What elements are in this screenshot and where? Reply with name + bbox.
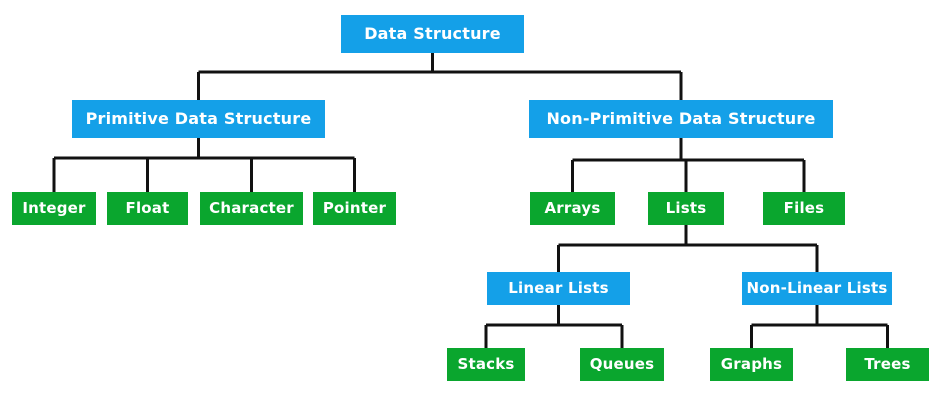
node-label-arrays: Arrays: [544, 198, 601, 217]
node-graphs[interactable]: Graphs: [710, 348, 793, 381]
node-float[interactable]: Float: [107, 192, 188, 225]
node-files[interactable]: Files: [763, 192, 845, 225]
node-trees[interactable]: Trees: [846, 348, 929, 381]
node-label-non-primitive-data-structure: Non-Primitive Data Structure: [546, 108, 816, 128]
node-label-primitive-data-structure: Primitive Data Structure: [85, 108, 312, 128]
node-stacks[interactable]: Stacks: [447, 348, 525, 381]
node-label-float: Float: [125, 198, 170, 217]
node-label-pointer: Pointer: [322, 198, 387, 217]
node-pointer[interactable]: Pointer: [313, 192, 396, 225]
node-label-graphs: Graphs: [720, 354, 783, 373]
node-label-stacks: Stacks: [457, 354, 515, 373]
node-non-primitive-data-structure[interactable]: Non-Primitive Data Structure: [529, 100, 833, 138]
node-label-lists: Lists: [665, 198, 707, 217]
node-label-trees: Trees: [864, 354, 911, 373]
node-queues[interactable]: Queues: [580, 348, 664, 381]
node-non-linear-lists[interactable]: Non-Linear Lists: [742, 272, 892, 305]
node-integer[interactable]: Integer: [12, 192, 96, 225]
node-label-data-structure: Data Structure: [364, 23, 501, 43]
node-data-structure[interactable]: Data Structure: [341, 15, 524, 53]
node-linear-lists[interactable]: Linear Lists: [487, 272, 630, 305]
node-label-queues: Queues: [589, 354, 655, 373]
node-label-character: Character: [209, 198, 294, 217]
node-primitive-data-structure[interactable]: Primitive Data Structure: [72, 100, 325, 138]
node-arrays[interactable]: Arrays: [530, 192, 615, 225]
node-lists[interactable]: Lists: [648, 192, 724, 225]
node-label-linear-lists: Linear Lists: [508, 278, 609, 297]
node-label-non-linear-lists: Non-Linear Lists: [746, 278, 888, 297]
node-label-files: Files: [783, 198, 825, 217]
node-label-integer: Integer: [22, 198, 86, 217]
node-character[interactable]: Character: [200, 192, 303, 225]
